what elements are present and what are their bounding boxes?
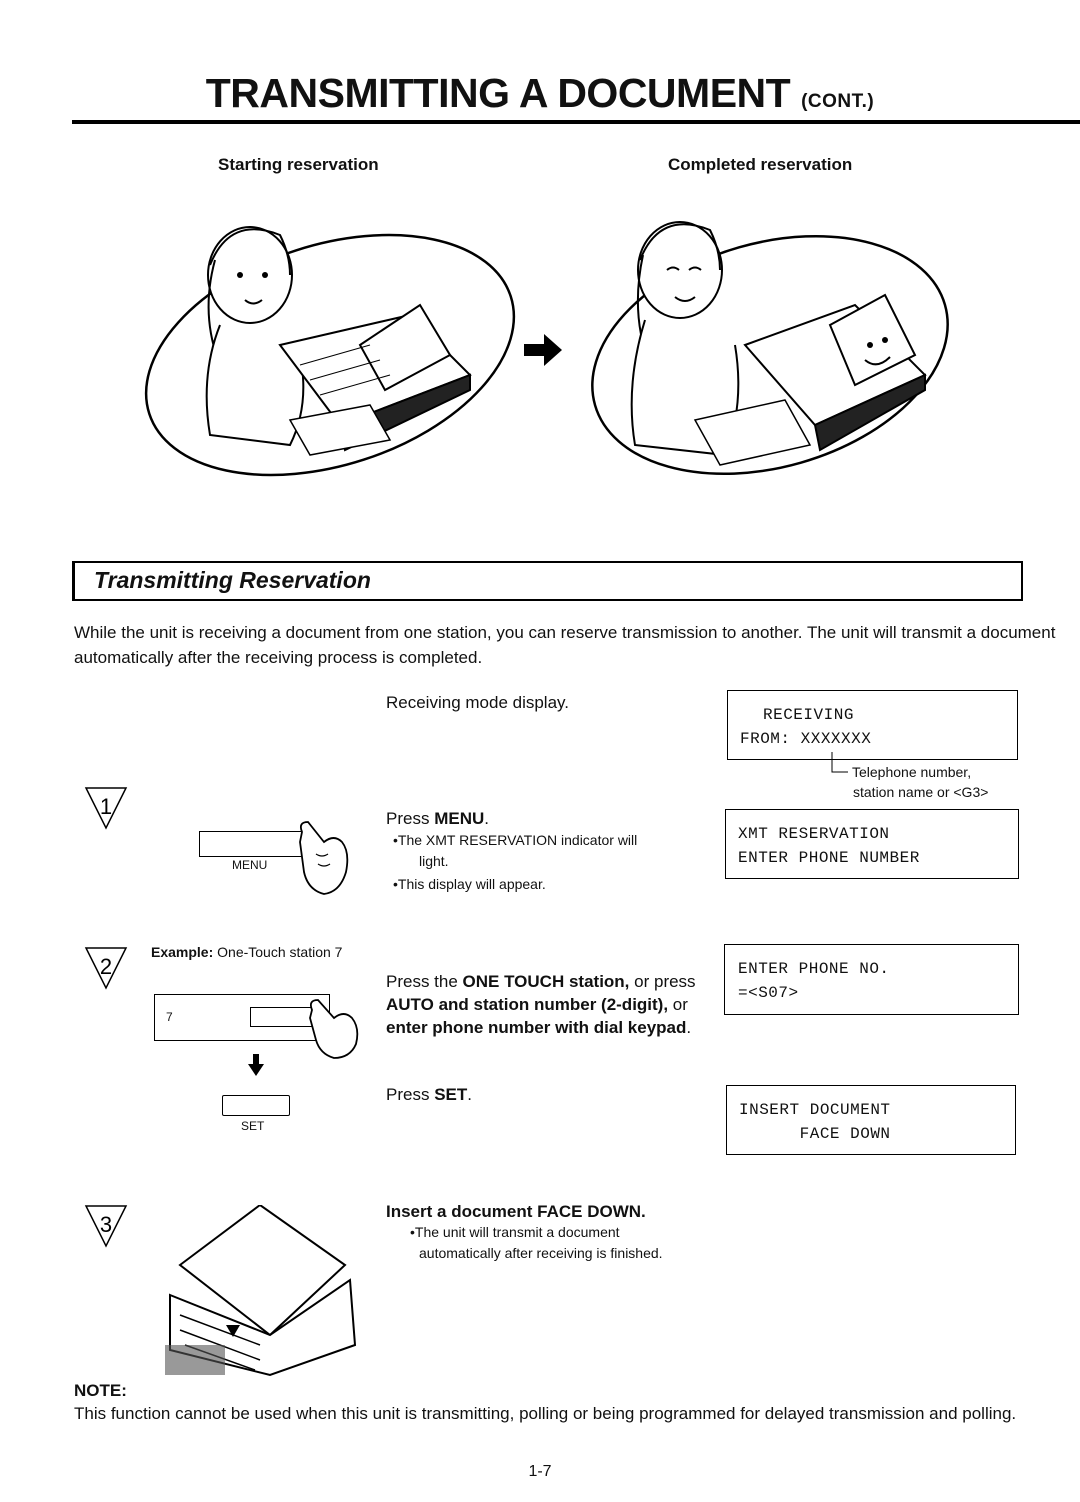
title-text: TRANSMITTING A DOCUMENT <box>205 70 791 116</box>
step1-press-prefix: Press <box>386 809 435 828</box>
insert-lcd-line2: FACE DOWN <box>739 1125 891 1143</box>
step2-line3-bold: enter phone number with dial keypad <box>386 1018 687 1037</box>
section-header-box <box>72 561 1023 601</box>
title-rule <box>72 120 1080 124</box>
completed-caption: Completed reservation <box>668 155 853 174</box>
menu-key-label: MENU <box>232 858 268 872</box>
note-text: This function cannot be used when this u… <box>74 1404 1017 1423</box>
starting-reservation-illustration <box>144 226 516 477</box>
note-heading: NOTE: <box>74 1381 127 1400</box>
step-1-marker: 1 <box>84 787 128 830</box>
step2-line2-bold: AUTO and station number (2-digit), <box>386 995 669 1014</box>
step-2-number: 2 <box>100 954 112 979</box>
arrow-right-icon <box>524 334 562 366</box>
set-key[interactable] <box>222 1095 290 1116</box>
step3-bullet-line1: •The unit will transmit a document <box>410 1224 620 1240</box>
section-title: Transmitting Reservation <box>94 567 371 593</box>
step2-example-label: Example: <box>151 944 214 960</box>
menu-key[interactable] <box>199 831 307 857</box>
insert-document-illustration <box>165 1205 357 1377</box>
section-intro: While the unit is receiving a document f… <box>74 623 1056 667</box>
step1-lcd-line1: XMT RESERVATION <box>738 825 890 843</box>
step2-example-text: One-Touch station 7 <box>217 944 343 960</box>
step1-bullet2: •This display will appear. <box>393 876 546 892</box>
receiving-lcd: RECEIVING FROM: XXXXXXX <box>727 690 1018 760</box>
step2-line1-suffix: or press <box>629 972 696 991</box>
one-touch-number: 7 <box>166 1010 173 1024</box>
step1-press-suffix: . <box>484 809 489 828</box>
receiving-lcd-line2: FROM: XXXXXXX <box>740 730 872 748</box>
title-suffix: (CONT.) <box>801 91 875 112</box>
step1-press-key: MENU <box>434 809 485 828</box>
step-3-marker: 3 <box>84 1205 128 1248</box>
press-set-key: SET <box>434 1085 468 1104</box>
step2-line2-suffix: or <box>668 995 688 1014</box>
step1-lcd: XMT RESERVATION ENTER PHONE NUMBER <box>725 809 1019 879</box>
page-number: 1-7 <box>528 1463 552 1480</box>
step3-bullet-line2: automatically after receiving is finishe… <box>419 1245 663 1261</box>
receiving-lcd-line1: RECEIVING <box>763 706 854 724</box>
receiving-annotation-line2: station name or <G3> <box>853 784 989 800</box>
step-3-number: 3 <box>100 1212 112 1237</box>
step2-line1-prefix: Press the <box>386 972 463 991</box>
annotation-leader <box>831 752 848 773</box>
starting-caption: Starting reservation <box>218 155 379 174</box>
step2-line3-suffix: . <box>686 1018 692 1037</box>
receiving-annotation-line1: Telephone number, <box>852 764 972 780</box>
press-set-suffix: . <box>467 1085 472 1104</box>
pointing-hand-icon <box>299 821 349 895</box>
set-key-label: SET <box>241 1119 265 1133</box>
step2-line1-bold: ONE TOUCH station, <box>462 972 630 991</box>
step2-lcd-line1: ENTER PHONE NO. <box>738 960 890 978</box>
press-set-instruction: Press SET. <box>386 1083 472 1106</box>
insert-document-lcd: INSERT DOCUMENT FACE DOWN <box>726 1085 1016 1155</box>
page-title: TRANSMITTING A DOCUMENT (CONT.) <box>0 70 1080 117</box>
step3-heading: Insert a document FACE DOWN. <box>386 1202 646 1221</box>
press-set-prefix: Press <box>386 1085 435 1104</box>
step1-bullet1-line2: light. <box>419 853 449 869</box>
pointing-hand-icon <box>309 999 359 1059</box>
step2-lcd: ENTER PHONE NO. =<S07> <box>724 944 1019 1015</box>
receiving-label: Receiving mode display. <box>386 693 569 712</box>
step1-lcd-line2: ENTER PHONE NUMBER <box>738 849 920 867</box>
completed-reservation-illustration <box>591 221 949 476</box>
step2-lcd-line2: =<S07> <box>738 984 799 1002</box>
insert-lcd-line1: INSERT DOCUMENT <box>739 1101 891 1119</box>
step1-instruction: Press MENU. <box>386 807 489 830</box>
step2-instruction: Press the ONE TOUCH station, or press AU… <box>386 970 726 1039</box>
step1-bullet1-line1: •The XMT RESERVATION indicator will <box>393 832 638 848</box>
step-2-marker: 2 <box>84 947 128 990</box>
step2-example: Example: One-Touch station 7 <box>151 942 342 963</box>
arrow-down-icon <box>248 1054 264 1076</box>
step-1-number: 1 <box>100 794 112 819</box>
